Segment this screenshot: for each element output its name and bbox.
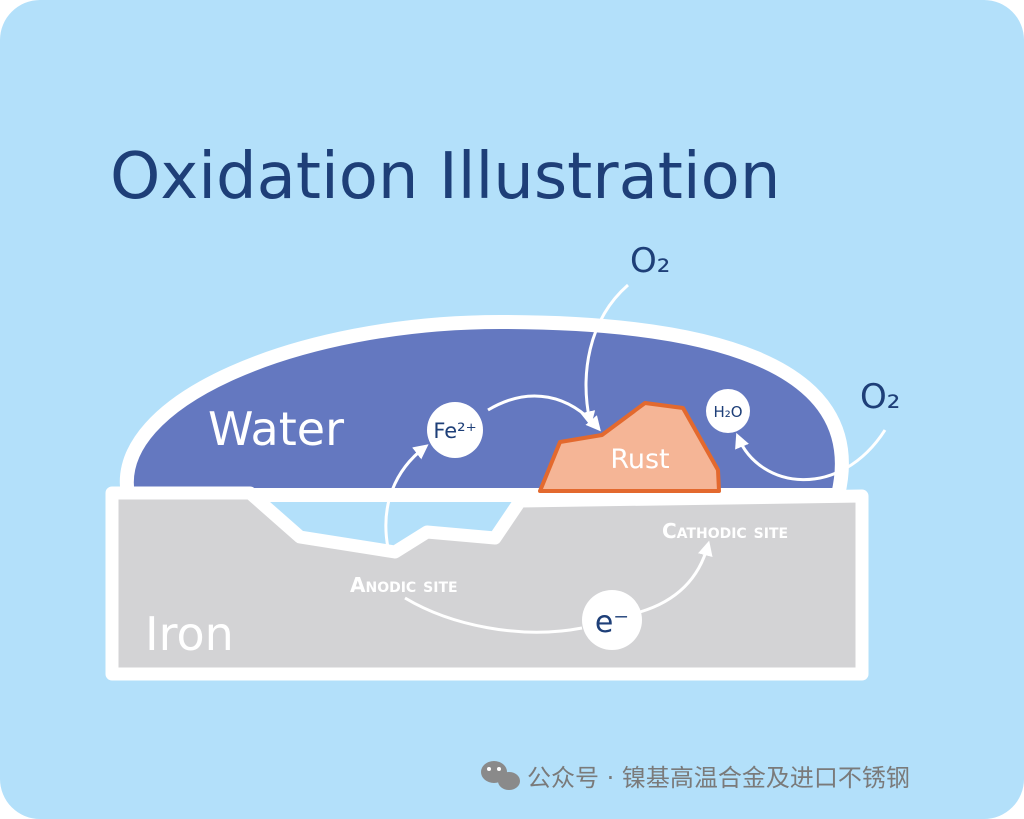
arrow-o2-to-rust — [580, 283, 629, 427]
wechat-icon — [481, 761, 520, 790]
arrow-electron-to-cathodic — [639, 540, 713, 614]
oxygen-right-label: O₂ — [860, 377, 900, 417]
cathodic-site-label: Cathodic site — [662, 519, 788, 543]
rust-deposit — [538, 401, 721, 493]
fe-ion-label: Fe²⁺ — [433, 419, 476, 443]
water-label: Water — [208, 402, 344, 456]
rust-label: Rust — [610, 444, 669, 475]
electron-bubble — [582, 590, 642, 650]
arrow-anodic-to-fe — [384, 444, 429, 549]
arrow-anodic-to-electron — [404, 596, 583, 634]
iron-block — [105, 486, 869, 681]
watermark-text: 公众号 · 镍基高温合金及进口不锈钢 — [527, 764, 910, 792]
anodic-site-label: Anodic site — [350, 573, 458, 597]
diagram-title: Oxidation Illustration — [110, 140, 780, 214]
oxygen-top-label: O₂ — [630, 241, 670, 281]
iron-label: Iron — [145, 607, 234, 661]
arrow-o2-to-water-molecule — [735, 429, 887, 481]
water-molecule-bubble — [706, 389, 750, 433]
fe-ion-bubble — [427, 402, 483, 458]
electron-label: e⁻ — [595, 605, 629, 640]
water-molecule-label: H₂O — [713, 403, 742, 421]
